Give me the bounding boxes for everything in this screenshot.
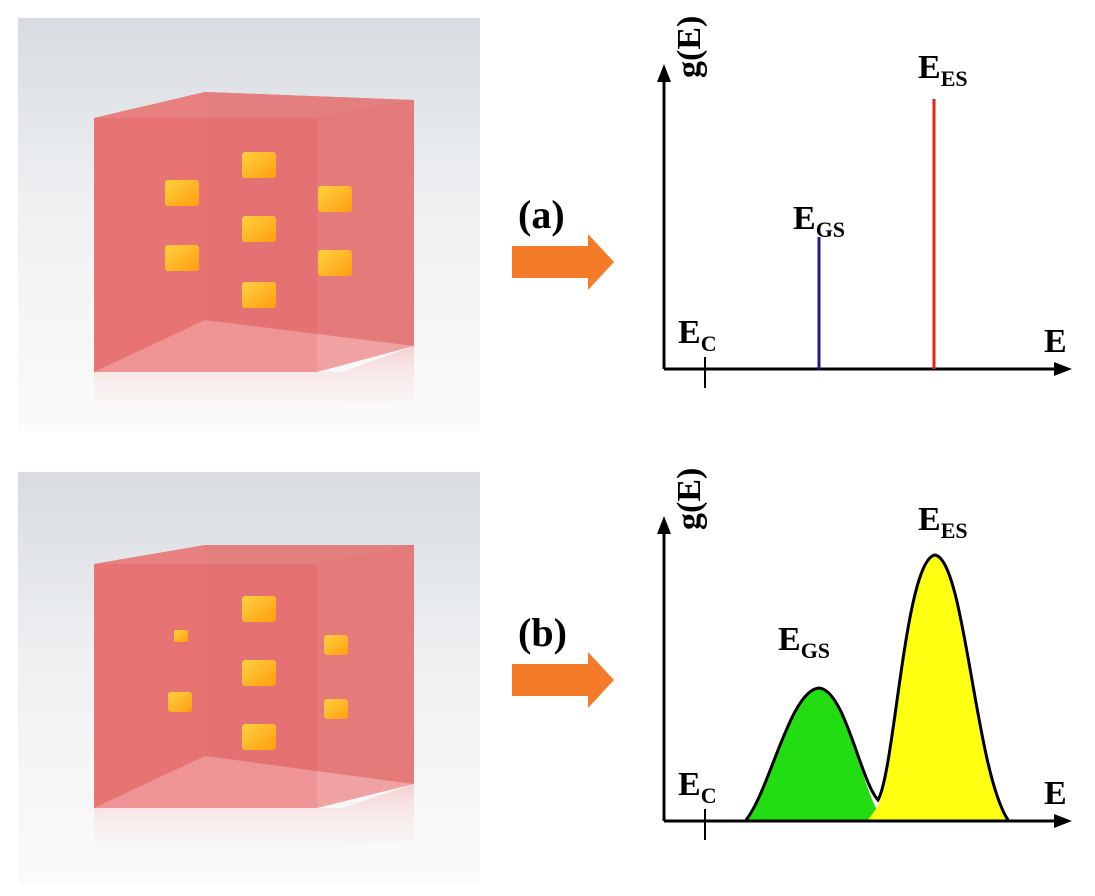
cube-reflection bbox=[94, 784, 414, 872]
y-axis-arrowhead-icon bbox=[657, 516, 671, 534]
dot bbox=[242, 216, 276, 242]
dot bbox=[242, 724, 276, 750]
y-axis-label: g(E) bbox=[671, 468, 708, 530]
dot bbox=[324, 635, 348, 655]
y-axis-label: g(E) bbox=[671, 16, 708, 78]
arrow-b: (b) bbox=[512, 610, 614, 708]
dot bbox=[318, 186, 352, 212]
quantum-dots bbox=[165, 152, 352, 308]
cube-side-face bbox=[317, 545, 414, 808]
x-axis-arrowhead-icon bbox=[1054, 362, 1072, 376]
es-label: EES bbox=[918, 49, 968, 91]
x-axis-label: E bbox=[1044, 323, 1067, 360]
panel-tag-b: (b) bbox=[518, 610, 567, 655]
quantum-dots bbox=[168, 596, 348, 750]
dot bbox=[324, 699, 348, 719]
dot bbox=[165, 180, 199, 206]
es-peak bbox=[868, 555, 1008, 820]
dos-envelope bbox=[744, 553, 1010, 821]
dot bbox=[174, 630, 188, 642]
cube-top-face bbox=[94, 545, 414, 564]
cube-top-face bbox=[94, 92, 414, 118]
dos-graph-a: g(E) E EC EGS EES bbox=[657, 16, 1072, 388]
dot bbox=[242, 596, 276, 622]
dot bbox=[242, 660, 276, 686]
dot bbox=[165, 245, 199, 271]
cube-front-face bbox=[94, 118, 317, 372]
cube-front-face bbox=[94, 564, 317, 808]
dos-graph-b: g(E) E EC EGS EES bbox=[657, 468, 1072, 840]
dot bbox=[318, 250, 352, 276]
ec-label: EC bbox=[678, 766, 717, 808]
arrow-icon bbox=[512, 234, 614, 290]
dot bbox=[242, 152, 276, 178]
quantum-dot-cube-uniform bbox=[18, 18, 480, 432]
cube-side-face bbox=[317, 100, 414, 372]
dot bbox=[168, 692, 192, 712]
es-label: EES bbox=[918, 501, 968, 543]
gs-label: EGS bbox=[778, 621, 830, 663]
arrow-a: (a) bbox=[512, 192, 614, 290]
x-axis-label: E bbox=[1044, 775, 1067, 812]
panel-tag-a: (a) bbox=[518, 192, 565, 237]
quantum-dot-cube-nonuniform bbox=[18, 472, 480, 886]
arrow-icon bbox=[512, 652, 614, 708]
y-axis-arrowhead-icon bbox=[657, 64, 671, 82]
dot bbox=[242, 282, 276, 308]
cube-reflection bbox=[94, 346, 414, 430]
ec-label: EC bbox=[678, 314, 717, 356]
x-axis-arrowhead-icon bbox=[1054, 814, 1072, 828]
gs-label: EGS bbox=[793, 200, 845, 242]
gs-peak bbox=[746, 688, 878, 820]
